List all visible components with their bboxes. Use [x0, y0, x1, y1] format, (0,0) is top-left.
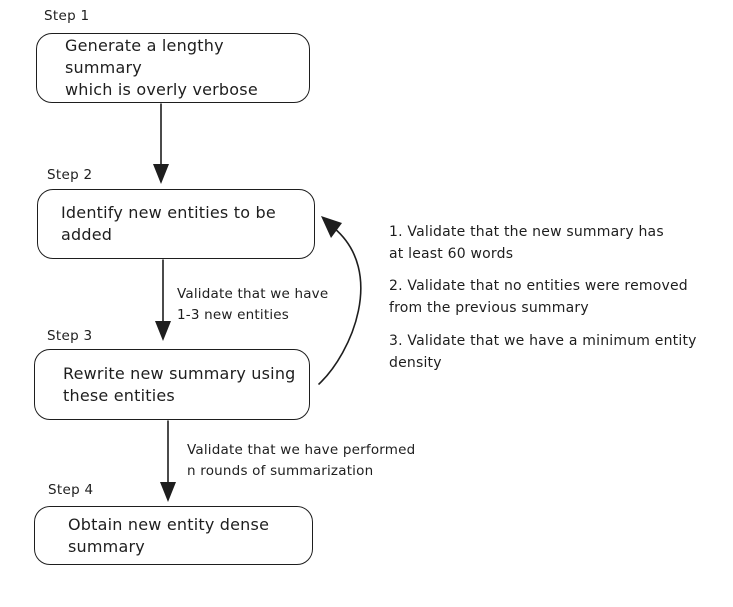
step2-text: Identify new entities to be added	[61, 203, 276, 244]
step1-box: Generate a lengthy summary which is over…	[36, 33, 310, 103]
step2-box: Identify new entities to be added	[37, 189, 315, 259]
step2-label: Step 2	[47, 167, 93, 183]
arrow-step3-to-step4	[160, 420, 176, 502]
arrow-step1-to-step2	[153, 103, 169, 184]
step4-text: Obtain new entity dense summary	[68, 514, 270, 556]
validation-note-3: 3. Validate that we have a minimum entit…	[389, 333, 697, 371]
step1-text: Generate a lengthy summary which is over…	[65, 36, 258, 99]
step4-label: Step 4	[48, 482, 94, 498]
step3-label: Step 3	[47, 328, 93, 344]
arrow-step2-to-step3	[155, 259, 171, 341]
validation-note-2: 2. Validate that no entities were remove…	[389, 278, 688, 316]
edge-label-validate-entities: Validate that we have 1-3 new entities	[177, 286, 329, 323]
step3-box: Rewrite new summary using these entities	[34, 349, 310, 420]
edge-label-validate-rounds: Validate that we have performed n rounds…	[187, 442, 416, 479]
step1-label: Step 1	[44, 8, 90, 24]
validation-note-1: 1. Validate that the new summary has at …	[389, 224, 664, 262]
step4-box: Obtain new entity dense summary	[34, 506, 313, 565]
step3-text: Rewrite new summary using these entities	[63, 363, 296, 405]
